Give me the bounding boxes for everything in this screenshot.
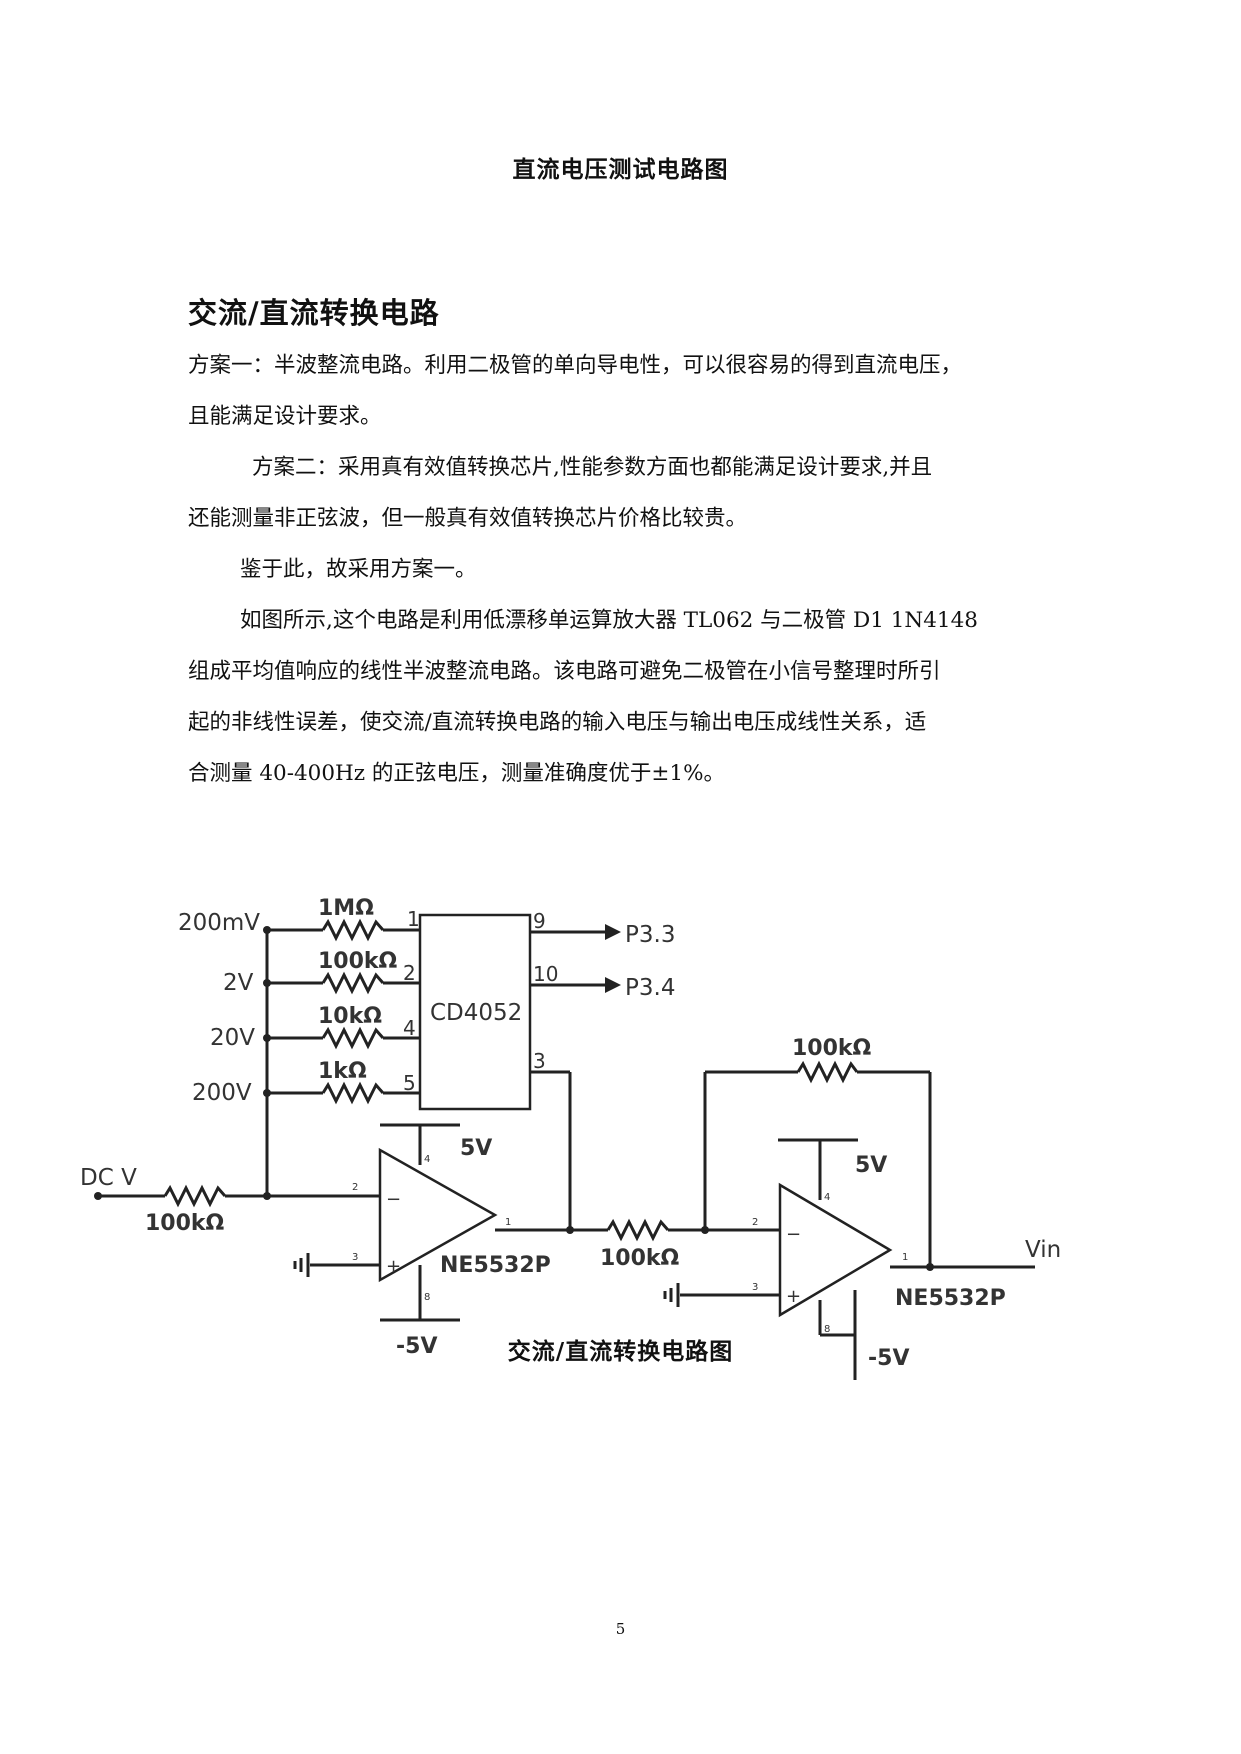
opamp2-minus: −: [786, 1224, 801, 1245]
opamp2-pin-1: 1: [902, 1252, 908, 1263]
paragraph-line: 且能满足设计要求。: [188, 404, 382, 429]
paragraph-line: 方案一：半波整流电路。利用二极管的单向导电性，可以很容易的得到直流电压，: [188, 353, 963, 378]
opamp1-pin-2: 2: [352, 1182, 358, 1193]
opamp1-pin-8: 8: [424, 1292, 430, 1303]
input-resistor-label: 100kΩ: [145, 1211, 225, 1236]
top-figure-caption: 直流电压测试电路图: [512, 157, 729, 183]
opamp1-minus: −: [386, 1189, 401, 1210]
range-label-200mv: 200mV: [178, 910, 260, 936]
mux-pin-9: 9: [533, 909, 546, 933]
paragraph-line: 如图所示,这个电路是利用低漂移单运算放大器 TL062 与二极管 D1 1N41…: [240, 608, 978, 633]
opamp2-pin-4: 4: [824, 1192, 830, 1203]
opamp2-pin-8: 8: [824, 1324, 830, 1335]
paragraph-description: 如图所示,这个电路是利用低漂移单运算放大器 TL062 与二极管 D1 1N41…: [188, 595, 1058, 799]
opamp2-vpos: 5V: [855, 1153, 887, 1178]
mux-pin-3: 3: [533, 1049, 546, 1073]
opamp2-label: NE5532P: [895, 1286, 1006, 1311]
bottom-figure-caption: 交流/直流转换电路图: [507, 1339, 734, 1365]
resistor-label-1k: 1kΩ: [318, 1059, 367, 1084]
opamp1-pin-4: 4: [424, 1154, 430, 1165]
opamp1-plus: +: [386, 1256, 401, 1277]
opamp2-pin-2: 2: [752, 1217, 758, 1228]
opamp1-pin-3: 3: [352, 1252, 358, 1263]
resistor-label-100k: 100kΩ: [318, 949, 398, 974]
mux-pin-10: 10: [533, 962, 558, 986]
paragraph-conclusion: 鉴于此，故采用方案一。: [188, 544, 1058, 595]
paragraph-scheme-two: 方案二：采用真有效值转换芯片,性能参数方面也都能满足设计要求,并且 还能测量非正…: [188, 442, 1058, 544]
mux-pin-1: 1: [407, 907, 420, 931]
paragraph-line: 组成平均值响应的线性半波整流电路。该电路可避免二极管在小信号整理时所引: [188, 659, 941, 684]
range-label-20v: 20V: [210, 1025, 255, 1051]
feedback-resistor-label: 100kΩ: [792, 1036, 872, 1061]
output-p34: P3.4: [625, 975, 675, 1001]
output-p33: P3.3: [625, 922, 675, 948]
inter-resistor-label: 100kΩ: [600, 1246, 680, 1271]
resistor-label-1m: 1MΩ: [318, 896, 374, 921]
paragraph-line: 方案二：采用真有效值转换芯片,性能参数方面也都能满足设计要求,并且: [252, 455, 933, 480]
range-label-2v: 2V: [223, 970, 254, 996]
mux-pin-2: 2: [403, 961, 416, 985]
opamp2-plus: +: [786, 1286, 801, 1307]
paragraph-line: 起的非线性误差，使交流/直流转换电路的输入电压与输出电压成线性关系，适: [188, 710, 927, 735]
paragraph-scheme-one: 方案一：半波整流电路。利用二极管的单向导电性，可以很容易的得到直流电压， 且能满…: [188, 340, 1058, 442]
output-vin-label: Vin: [1025, 1237, 1061, 1263]
opamp1-vpos: 5V: [460, 1136, 492, 1161]
mux-pin-4: 4: [403, 1016, 416, 1040]
page-number: 5: [615, 1620, 626, 1638]
mux-chip-label: CD4052: [430, 1000, 522, 1026]
opamp2-vneg: -5V: [868, 1346, 909, 1371]
opamp2-pin-3: 3: [752, 1282, 758, 1293]
input-label: DC V: [80, 1165, 137, 1191]
ac-dc-circuit-diagram: 200mV 2V 20V 200V 1MΩ 100kΩ 10kΩ 1kΩ 1 2…: [80, 896, 1061, 1380]
range-label-200v: 200V: [192, 1080, 252, 1106]
paragraph-line: 鉴于此，故采用方案一。: [240, 557, 477, 582]
opamp1-pin-1: 1: [505, 1217, 511, 1228]
opamp1-label: NE5532P: [440, 1253, 551, 1278]
mux-pin-5: 5: [403, 1071, 416, 1095]
section-heading: 交流/直流转换电路: [188, 296, 440, 330]
paragraph-line: 合测量 40-400Hz 的正弦电压，测量准确度优于±1%。: [188, 761, 726, 786]
resistor-label-10k: 10kΩ: [318, 1004, 382, 1029]
paragraph-line: 还能测量非正弦波，但一般真有效值转换芯片价格比较贵。: [188, 506, 748, 531]
opamp1-vneg: -5V: [396, 1334, 437, 1359]
